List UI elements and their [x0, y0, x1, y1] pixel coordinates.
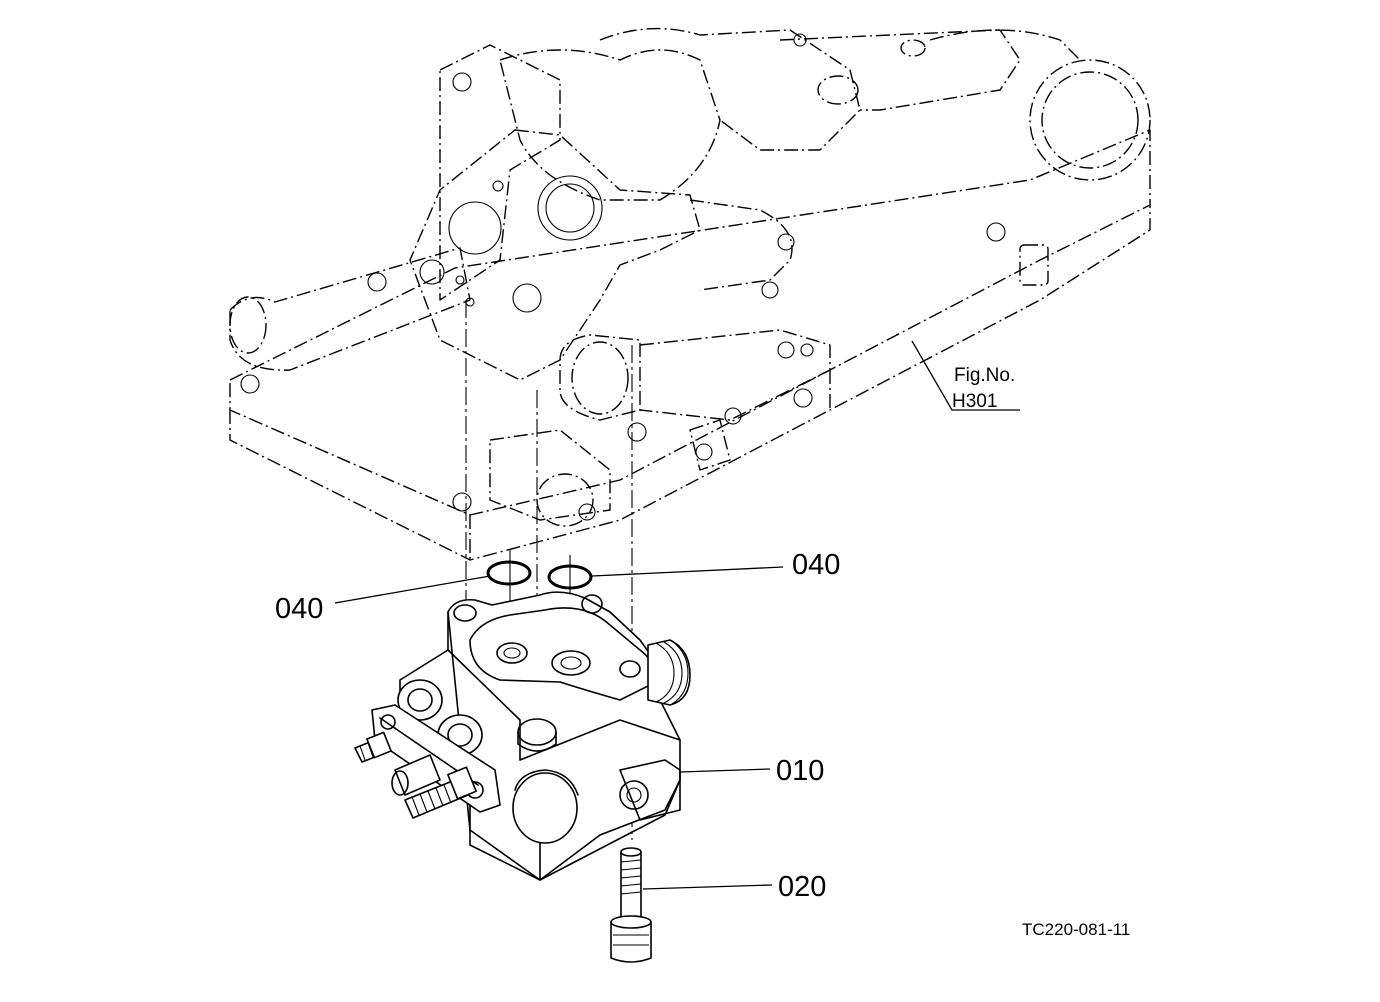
- adjusting-stud-lower: [404, 766, 477, 819]
- hydraulic-housing-phantom: [229, 27, 1151, 561]
- socket-head-bolt: [610, 847, 652, 963]
- o-ring-left: [486, 560, 532, 586]
- leader-lines: [334, 340, 1020, 890]
- figure-reference-label: Fig.No.: [954, 365, 1015, 386]
- spool-rod: [391, 754, 441, 796]
- adjusting-stud-upper: [354, 731, 392, 763]
- callout-oring-right: 040: [792, 549, 840, 581]
- o-ring-right: [547, 564, 593, 590]
- callout-bolt: 020: [778, 871, 826, 903]
- callout-oring-left: 040: [275, 593, 323, 625]
- drawing-code: TC220-081-11: [1022, 920, 1130, 939]
- callout-valve-body: 010: [776, 755, 824, 787]
- valve-body: [354, 591, 691, 881]
- figure-reference-number: H301: [952, 391, 997, 412]
